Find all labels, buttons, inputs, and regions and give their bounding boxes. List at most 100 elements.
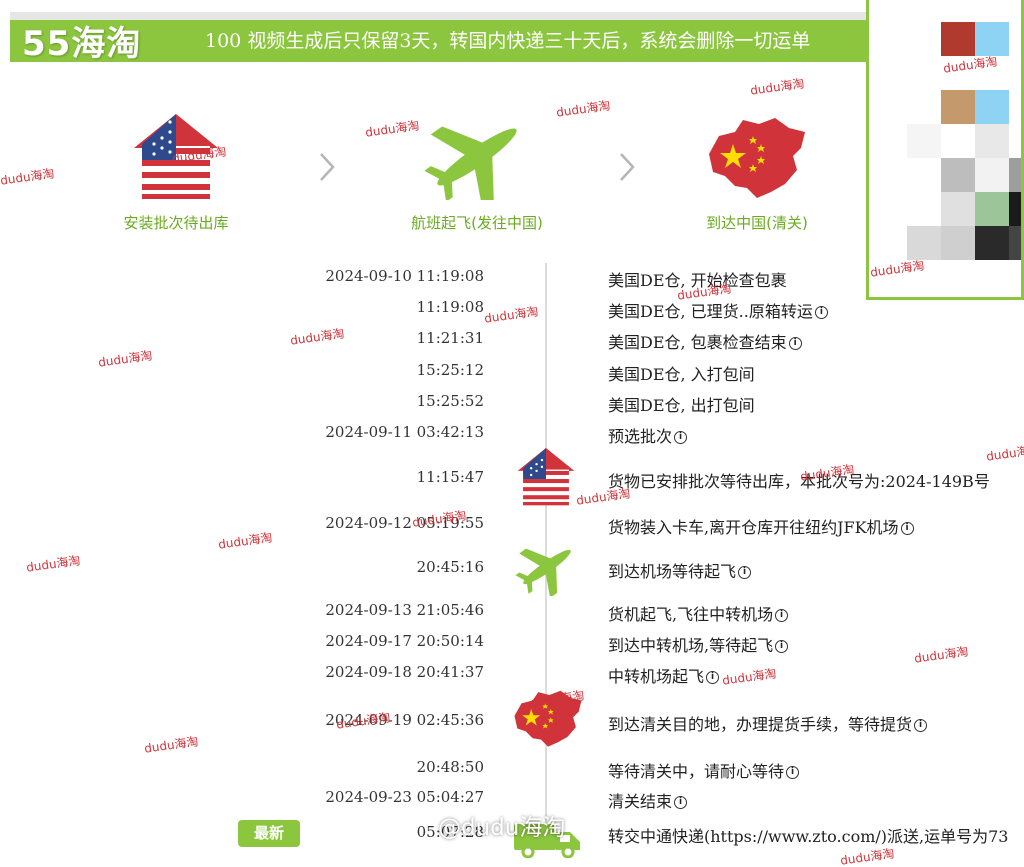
event-time: 2024-09-13 21:05:46 [325, 601, 484, 619]
event-text: 美国DE仓, 出打包间 [608, 396, 755, 415]
pixel-block [1009, 226, 1021, 260]
watermark-large: @dudu海淘 [438, 815, 566, 841]
timeline-row: 2024-09-12 05:19:55 货物装入卡车,离开仓库开往纽约JFK机场… [0, 512, 1024, 540]
banner-top-bar [10, 12, 910, 20]
timeline-row: 15:25:52 美国DE仓, 出打包间 [0, 390, 1024, 418]
event-time: 2024-09-10 11:19:08 [325, 267, 484, 285]
event-text: 到达中转机场,等待起飞 [608, 636, 774, 655]
event-time: 11:15:47 [416, 468, 484, 486]
event-text: 转交中通快递(https://www.zto.com/)派送,运单号为73 [608, 827, 1009, 846]
newest-badge: 最新 [238, 820, 300, 847]
brand-logo[interactable]: 55海淘 [22, 24, 142, 64]
timeline-row: 2024-09-10 11:19:08 美国DE仓, 开始检查包裹 [0, 265, 1024, 293]
event-time: 2024-09-11 03:42:13 [325, 423, 484, 441]
event-text: 到达清关目的地，办理提货手续，等待提货 [608, 715, 913, 734]
event-time: 20:48:50 [416, 758, 484, 776]
info-icon[interactable]: i [738, 566, 752, 579]
info-icon[interactable]: i [674, 431, 688, 444]
info-icon[interactable]: i [674, 796, 688, 809]
us-flag-house-icon [517, 448, 575, 506]
event-text: 等待清关中，请耐心等待 [608, 762, 785, 781]
step-warehouse: 安装批次待出库 [76, 114, 276, 233]
event-description: 美国DE仓, 出打包间 [608, 392, 1024, 416]
event-time: 20:45:16 [416, 558, 484, 576]
info-icon[interactable]: i [786, 766, 800, 779]
event-time: 2024-09-18 20:41:37 [325, 663, 484, 681]
pixel-block [907, 124, 941, 158]
pixel-block [975, 158, 1009, 192]
step-china: 到达中国(清关) [657, 114, 857, 233]
info-icon[interactable]: i [775, 640, 789, 653]
info-icon[interactable]: i [706, 671, 720, 684]
watermark: dudu海淘 [555, 98, 612, 120]
pixel-block [941, 226, 975, 260]
watermark: dudu海淘 [0, 166, 56, 188]
event-text: 货机起飞,飞往中转机场 [608, 605, 774, 624]
event-time: 11:21:31 [416, 329, 484, 347]
event-description: 美国DE仓, 入打包间 [608, 361, 1024, 385]
timeline-row: 11:15:47 货物已安排批次等待出库，本批次号为:2024-149B号 [0, 466, 1024, 494]
chevron-right-icon [318, 152, 336, 182]
event-text: 清关结束 [608, 792, 673, 811]
event-time: 11:19:08 [416, 298, 484, 316]
notice-text: 视频生成后只保留3天，转国内快递三十天后，系统会删除一切运单 [247, 30, 811, 52]
pixel-block [907, 226, 941, 260]
pixel-block [941, 158, 975, 192]
event-time: 05:07:28 [416, 823, 484, 841]
event-text: 美国DE仓, 已理货..原箱转运 [608, 302, 813, 321]
banner-notice: 100 视频生成后只保留3天，转国内快递三十天后，系统会删除一切运单 [205, 26, 865, 53]
event-text: 美国DE仓, 包裹检查结束 [608, 333, 787, 352]
pixel-block [975, 90, 1009, 124]
delivery-truck-icon [514, 824, 580, 858]
airplane-icon [424, 126, 517, 209]
event-text: 货物装入卡车,离开仓库开往纽约JFK机场 [608, 518, 899, 537]
china-map-icon [514, 690, 582, 747]
event-text: 中转机场起飞 [608, 667, 705, 686]
event-text: 美国DE仓, 入打包间 [608, 365, 755, 384]
event-time: 15:25:52 [416, 392, 484, 410]
timeline-row: 05:07:28 转交中通快递(https://www.zto.com/)派送,… [0, 821, 1024, 849]
step-label-warehouse: 安装批次待出库 [123, 214, 229, 232]
airplane-icon [515, 548, 571, 596]
timeline-axis [545, 263, 547, 843]
event-description: 货物已安排批次等待出库，本批次号为:2024-149B号 [608, 468, 1024, 492]
event-description: 美国DE仓, 开始检查包裹 [608, 267, 1024, 291]
step-label-flight: 航班起飞(发往中国) [411, 214, 543, 232]
event-time: 2024-09-17 20:50:14 [325, 632, 484, 650]
event-description: 转交中通快递(https://www.zto.com/)派送,运单号为73 [608, 823, 1024, 847]
event-time: 2024-09-12 05:19:55 [325, 514, 484, 532]
info-icon[interactable]: i [914, 719, 928, 732]
pixelated-overlay [866, 0, 1024, 300]
step-label-china: 到达中国(清关) [706, 214, 808, 232]
pixel-block [1009, 158, 1021, 192]
pixel-block [1009, 192, 1021, 226]
info-icon[interactable]: i [775, 609, 789, 622]
event-text: 货物已安排批次等待出库，本批次号为:2024-149B号 [608, 472, 990, 491]
info-icon[interactable]: i [814, 306, 828, 319]
info-icon[interactable]: i [900, 522, 914, 535]
notice-prefix: 100 [205, 30, 242, 52]
china-map-icon [709, 118, 805, 198]
timeline-row: 15:25:12 美国DE仓, 入打包间 [0, 359, 1024, 387]
event-text: 预选批次 [608, 427, 673, 446]
pixel-block [941, 90, 975, 124]
event-text: 到达机场等待起飞 [608, 562, 737, 581]
event-time: 2024-09-23 05:04:27 [325, 788, 484, 806]
event-time: 2024-09-19 02:45:36 [325, 711, 484, 729]
info-icon[interactable]: i [788, 337, 802, 350]
